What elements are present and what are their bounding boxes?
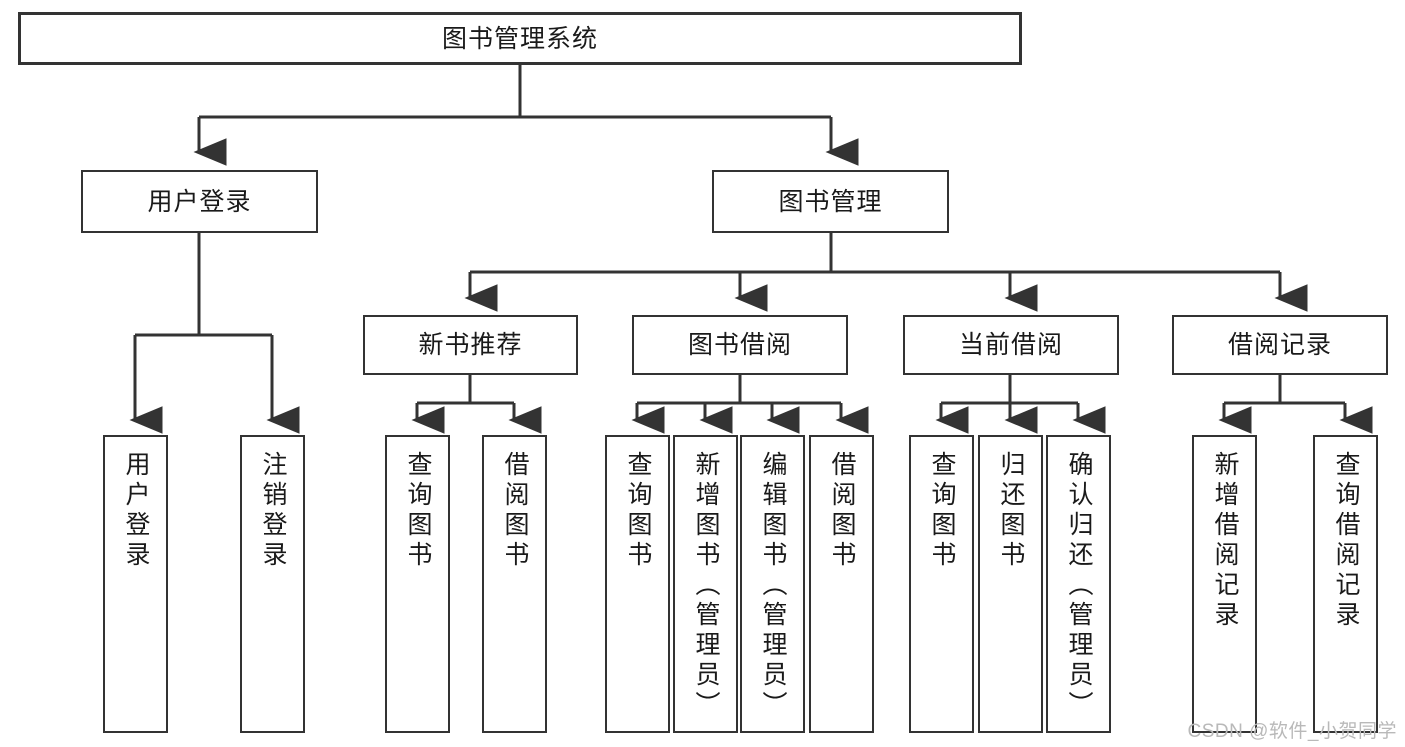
node-label: 图书借阅 [687,331,792,359]
leaf-user-login-logout[interactable]: 注销登录 [240,435,305,733]
leaf-book-borrow-edit-book-admin[interactable]: 编辑图书（管理员） [740,435,805,733]
node-new-book-recommend[interactable]: 新书推荐 [363,315,578,375]
leaf-new-book-borrow-book[interactable]: 借阅图书 [482,435,547,733]
node-root-book-management-system[interactable]: 图书管理系统 [18,12,1022,65]
node-label: 用户登录 [147,187,252,216]
node-book-borrow[interactable]: 图书借阅 [632,315,848,375]
node-label: 借阅图书 [828,451,856,571]
leaf-current-borrow-confirm-return-admin[interactable]: 确认归还（管理员） [1046,435,1111,733]
leaf-current-borrow-return-book[interactable]: 归还图书 [978,435,1043,733]
node-label: 当前借阅 [958,331,1063,359]
leaf-book-borrow-add-book-admin[interactable]: 新增图书（管理员） [673,435,738,733]
node-label: 新书推荐 [418,331,523,359]
node-label: 归还图书 [997,451,1025,571]
node-label: 查询图书 [404,451,432,571]
node-label: 借阅记录 [1227,331,1332,359]
node-user-login[interactable]: 用户登录 [81,170,318,233]
node-current-borrow[interactable]: 当前借阅 [903,315,1119,375]
leaf-book-borrow-borrow-book[interactable]: 借阅图书 [809,435,874,733]
node-label: 用户登录 [122,451,150,571]
leaf-borrow-record-add-record[interactable]: 新增借阅记录 [1192,435,1257,733]
leaf-user-login-login[interactable]: 用户登录 [103,435,168,733]
node-label: 新增借阅记录 [1211,451,1239,631]
leaf-book-borrow-query-book[interactable]: 查询图书 [605,435,670,733]
node-book-management[interactable]: 图书管理 [712,170,949,233]
leaf-borrow-record-query-record[interactable]: 查询借阅记录 [1313,435,1378,733]
node-label: 注销登录 [259,451,287,571]
node-borrow-record[interactable]: 借阅记录 [1172,315,1388,375]
node-label: 查询借阅记录 [1332,451,1360,631]
node-label: 编辑图书（管理员） [759,451,787,721]
node-label: 确认归还（管理员） [1065,451,1093,721]
node-label: 图书管理系统 [441,24,598,53]
node-label: 查询图书 [928,451,956,571]
node-label: 借阅图书 [501,451,529,571]
leaf-current-borrow-query-book[interactable]: 查询图书 [909,435,974,733]
node-label: 新增图书（管理员） [692,451,720,721]
watermark-text: CSDN @软件_小贺同学 [1187,721,1397,742]
node-label: 图书管理 [778,187,883,216]
node-label: 查询图书 [624,451,652,571]
leaf-new-book-query-book[interactable]: 查询图书 [385,435,450,733]
